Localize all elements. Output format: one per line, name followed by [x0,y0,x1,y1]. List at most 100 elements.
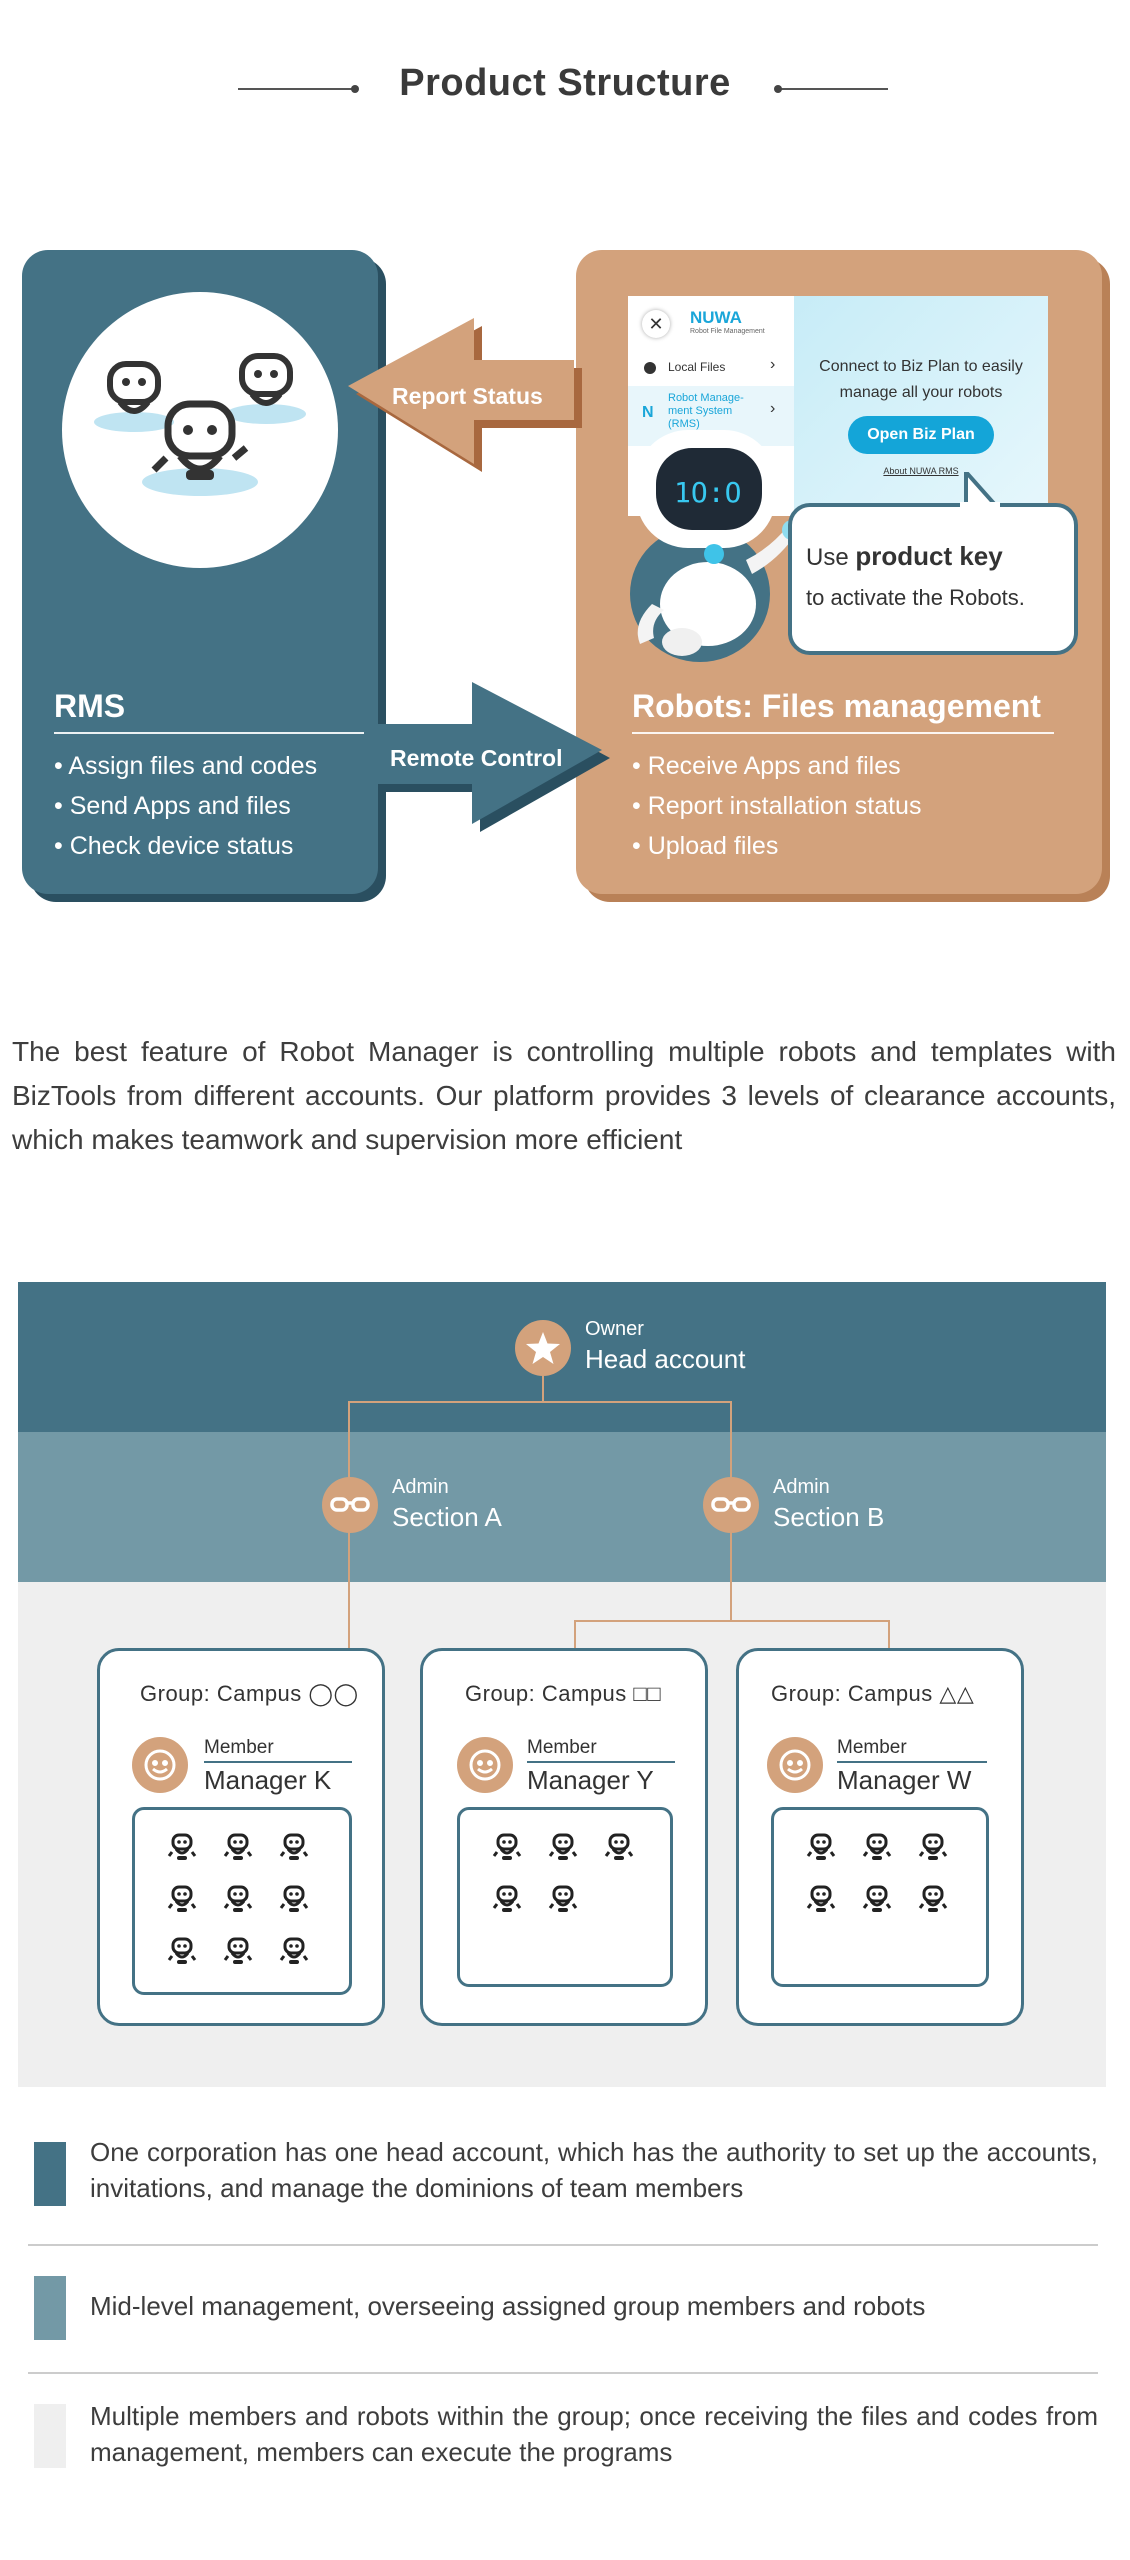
robots-rule [632,732,1054,734]
owner-role: Owner [585,1318,644,1340]
robot-icon [602,1830,636,1869]
menu-local-files[interactable]: Local Files [668,360,726,374]
member-role: Member [204,1737,274,1758]
header-right-line [778,88,888,90]
robot-icon [165,1934,199,1973]
group-card: Group: Campus ◯◯ Member Manager K [97,1648,385,2026]
menu-rms[interactable]: Robot Manage-ment System (RMS) [668,392,744,430]
robots-bullet: Upload files [632,826,921,866]
connect-line-1: Connect to Biz Plan to easily [819,358,1023,375]
robot-icon [165,1830,199,1869]
member-underline [527,1761,675,1763]
header-right-dot [774,85,782,93]
robot-icon [277,1830,311,1869]
robot-icon [490,1830,524,1869]
robot-icon [860,1830,894,1869]
report-status-label: Report Status [392,383,543,409]
group-title: Group: Campus △△ [771,1681,975,1706]
legend-text-admin: Mid-level management, overseeing assigne… [90,2291,926,2321]
star-icon [515,1320,571,1376]
rms-bullets: Assign files and codes Send Apps and fil… [54,746,317,866]
group-card: Group: Campus △△ Member Manager W [736,1648,1024,2026]
bubble-use: Use [806,544,849,571]
glasses-icon [703,1477,759,1533]
local-files-icon [644,362,656,374]
robot-icon [804,1830,838,1869]
legend-swatch-head [34,2142,66,2206]
robot-icon [221,1934,255,1973]
feature-paragraph: The best feature of Robot Manager is con… [12,1036,1116,1155]
group-card: Group: Campus □□ Member Manager Y [420,1648,708,2026]
connect-line-2: manage all your robots [839,384,1003,401]
report-status-arrow [348,318,582,472]
robot-icon [546,1882,580,1921]
robot-icon [546,1830,580,1869]
admin-b-role: Admin [773,1476,830,1498]
legend-swatch-member [34,2404,66,2468]
robots-bullet: Receive Apps and files [632,746,921,786]
robots-title: Robots: Files management [632,688,1041,724]
kebbi-robot-illustration: 1O:O [630,430,802,662]
rms-bullet: Assign files and codes [54,746,317,786]
robots-bullet: Report installation status [632,786,922,826]
robot-group-icon [94,353,306,496]
about-link[interactable]: About NUWA RMS [883,466,959,476]
robot-icon [804,1882,838,1921]
bubble-key: product key [855,541,1003,571]
robot-icon [221,1882,255,1921]
robot-icon [277,1934,311,1973]
legend-divider [28,2372,1098,2374]
product-key-bubble: Use product key to activate the Robots. [788,503,1078,655]
robot-icon [916,1830,950,1869]
remote-control-arrow [370,682,610,832]
header-left-line [238,88,353,90]
member-name: Manager Y [527,1765,654,1795]
legend-divider [28,2244,1098,2246]
bubble-tail-join [960,502,1000,510]
admin-b-name: Section B [773,1502,885,1532]
face-icon [132,1737,188,1793]
legend-text-head: One corporation has one head account, wh… [90,2137,1098,2203]
close-icon[interactable]: ✕ [642,310,670,338]
glasses-icon [322,1477,378,1533]
rms-rule [54,732,364,734]
open-biz-plan-button[interactable]: Open Biz Plan [848,416,994,454]
rms-bullet: Check device status [54,826,317,866]
admin-a-name: Section A [392,1502,502,1532]
rms-bullet: Send Apps and files [54,786,317,826]
header-left-dot [351,85,359,93]
rms-illustration [62,292,338,568]
connect-text: Connect to Biz Plan to easily manage all… [794,354,1048,406]
admin-band [18,1432,1106,1582]
bubble-line-1: Use product key [806,541,1003,572]
member-name: Manager W [837,1765,972,1795]
screenshot-brand-sub: Robot File Management [690,328,765,335]
robot-icon [860,1882,894,1921]
connector-line [574,1620,890,1622]
member-underline [204,1761,352,1763]
member-underline [837,1761,987,1763]
connector-line [348,1401,732,1403]
owner-name: Head account [585,1344,746,1374]
robots-box [457,1807,673,1987]
robots-box [771,1807,989,1987]
connector-line [888,1620,890,1648]
group-title: Group: Campus □□ [465,1681,661,1706]
robots-box [132,1807,352,1995]
robot-icon [221,1830,255,1869]
admin-a-role: Admin [392,1476,449,1498]
face-icon [457,1737,513,1793]
member-role: Member [527,1737,597,1758]
legend-text-member: Multiple members and robots within the g… [90,2401,1098,2467]
chevron-right-icon: › [770,400,776,417]
svg-text:1O:O: 1O:O [674,476,741,509]
bubble-line-2: to activate the Robots. [806,585,1025,610]
group-title: Group: Campus ◯◯ [140,1681,359,1706]
member-name: Manager K [204,1765,332,1795]
robots-bullets: Receive Apps and files Report installati… [632,746,922,866]
face-icon [767,1737,823,1793]
robot-icon [916,1882,950,1921]
page-title: Product Structure [399,62,731,104]
remote-control-label: Remote Control [390,745,563,771]
screenshot-brand: NUWA [690,308,742,327]
